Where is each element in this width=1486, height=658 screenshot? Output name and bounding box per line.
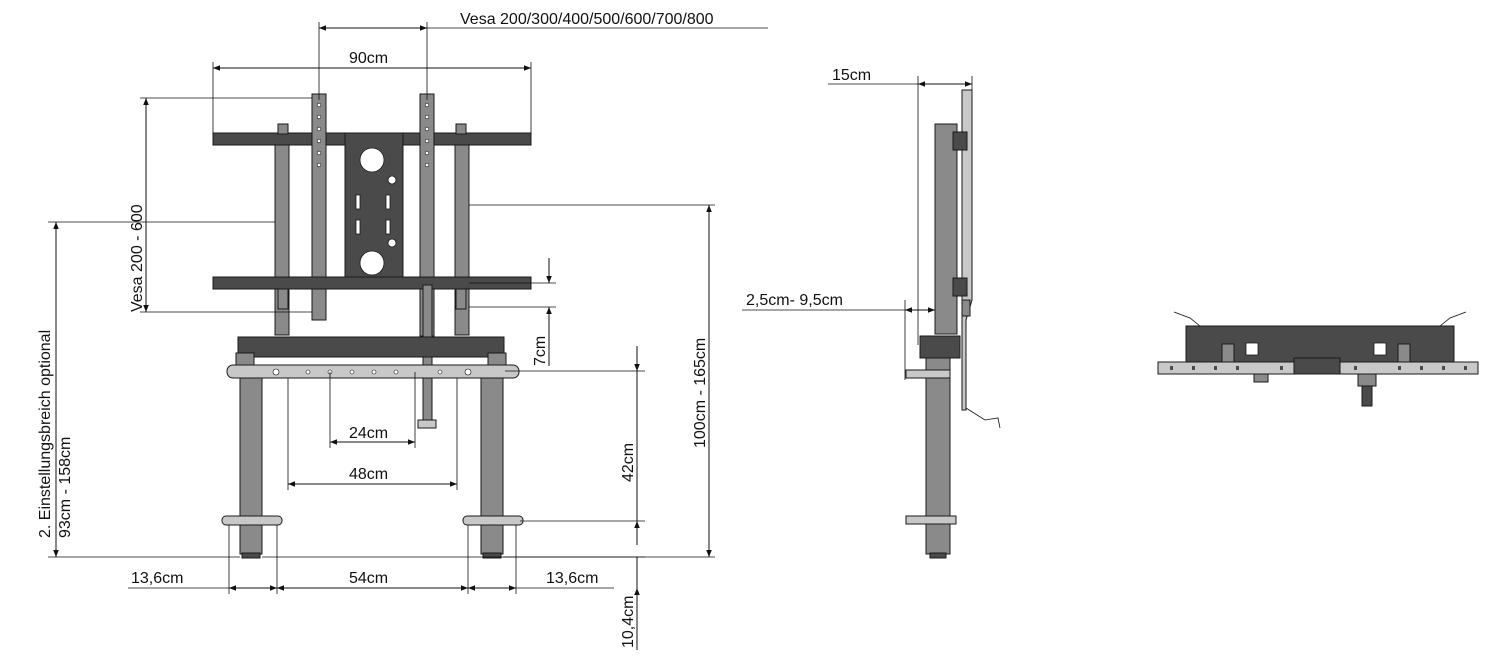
leg-right <box>480 377 504 555</box>
front-view: Vesa 200/300/400/500/600/700/800 90cm Ve… <box>37 11 768 650</box>
label-height-range: 100cm - 165cm <box>692 338 709 448</box>
side-view: 15cm 2,5cm- 9,5cm <box>742 67 1001 559</box>
label-depth-15: 15cm <box>832 67 871 84</box>
top-view <box>1157 311 1479 407</box>
label-base-right: 13,6cm <box>546 570 598 587</box>
leg-left <box>239 377 263 555</box>
label-vesa-top: Vesa 200/300/400/500/600/700/800 <box>460 11 714 28</box>
label-width-48: 48cm <box>349 466 388 483</box>
label-adjust-range-2: 93cm - 158cm <box>57 437 74 538</box>
label-adjust-range-1: 2. Einstellungsbreich optional <box>37 330 54 538</box>
label-wall-gap: 2,5cm- 9,5cm <box>746 292 843 309</box>
label-base-mid: 54cm <box>349 570 388 587</box>
label-vesa-side: Vesa 200 - 600 <box>129 204 146 312</box>
label-base-left: 13,6cm <box>131 570 183 587</box>
label-height-42: 42cm <box>620 443 637 482</box>
base-plate <box>237 336 505 358</box>
label-width-90: 90cm <box>349 50 388 67</box>
side-column <box>934 123 958 335</box>
label-foot-height: 10,4cm <box>620 596 637 648</box>
label-width-24: 24cm <box>349 425 388 442</box>
side-leg <box>925 357 951 555</box>
label-offset-7: 7cm <box>532 336 549 366</box>
